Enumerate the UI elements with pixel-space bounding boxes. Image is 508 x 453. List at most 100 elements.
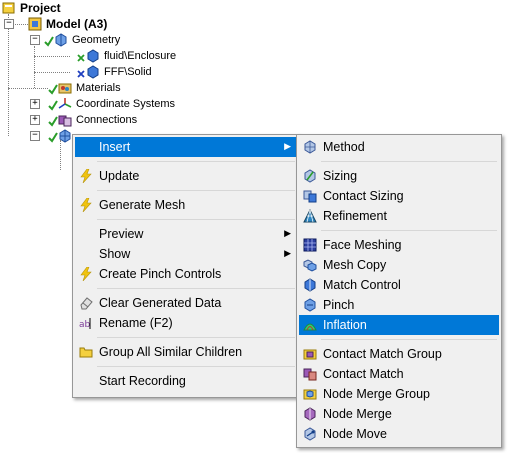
tree-connector — [34, 72, 70, 73]
menu-item-generate-mesh[interactable]: Generate Mesh — [75, 195, 297, 215]
menu-separator — [321, 230, 497, 231]
contact-match-icon — [303, 367, 317, 381]
mesh-icon — [58, 129, 72, 143]
contact-match-group-icon — [303, 347, 317, 361]
submenu-item-inflation[interactable]: Inflation — [299, 315, 499, 335]
tree-connector — [34, 56, 70, 57]
tree-item-solid-body[interactable]: FFF\Solid — [76, 64, 152, 80]
pinch-icon — [303, 298, 317, 312]
menu-item-show[interactable]: Show ▶ — [75, 244, 297, 264]
menu-item-clear-generated-data[interactable]: Clear Generated Data — [75, 293, 297, 313]
submenu-item-refinement[interactable]: Refinement — [299, 206, 499, 226]
menu-item-create-pinch-controls[interactable]: Create Pinch Controls — [75, 264, 297, 284]
collapse-toggle[interactable]: − — [30, 35, 40, 45]
refinement-icon — [303, 208, 317, 223]
tree-label: Connections — [76, 114, 138, 126]
menu-separator — [97, 219, 295, 220]
menu-label: Start Recording — [99, 374, 186, 388]
svg-text:ab: ab — [79, 320, 91, 330]
menu-separator — [321, 339, 497, 340]
tree-item-fluid-body[interactable]: fluid\Enclosure — [76, 48, 176, 64]
menu-label: Contact Sizing — [323, 189, 404, 203]
tree-connector — [8, 88, 48, 89]
submenu-item-pinch[interactable]: Pinch — [299, 295, 499, 315]
submenu-item-node-merge-group[interactable]: Node Merge Group — [299, 384, 499, 404]
expand-toggle[interactable]: + — [30, 99, 40, 109]
submenu-item-contact-match-group[interactable]: Contact Match Group — [299, 344, 499, 364]
tree-connector — [60, 140, 61, 170]
inflation-icon — [303, 318, 317, 332]
tree-item-coordinate-systems[interactable]: Coordinate Systems — [48, 96, 175, 112]
submenu-item-match-control[interactable]: Match Control — [299, 275, 499, 295]
geometry-icon — [54, 33, 68, 47]
submenu-item-node-move[interactable]: Node Move — [299, 424, 499, 444]
check-icon — [48, 113, 58, 127]
submenu-item-contact-sizing[interactable]: Contact Sizing — [299, 186, 499, 206]
submenu-arrow-icon: ▶ — [284, 248, 291, 258]
menu-separator — [97, 288, 295, 289]
menu-label: Method — [323, 140, 365, 154]
menu-separator — [97, 366, 295, 367]
menu-label: Inflation — [323, 318, 367, 332]
materials-icon — [58, 81, 72, 95]
tree-label: Model (A3) — [46, 17, 108, 31]
tree-connector — [8, 24, 30, 25]
tree-item-mesh[interactable] — [48, 128, 72, 144]
submenu-item-method[interactable]: Method — [299, 137, 499, 157]
menu-item-insert[interactable]: Insert ▶ — [75, 137, 297, 157]
collapse-toggle[interactable]: − — [4, 19, 14, 29]
tree-item-project[interactable]: Project — [2, 0, 61, 16]
collapse-toggle[interactable]: − — [30, 131, 40, 141]
lightning-icon — [79, 168, 93, 184]
menu-label: Face Meshing — [323, 238, 402, 252]
menu-item-group-all-similar-children[interactable]: Group All Similar Children — [75, 342, 297, 362]
insert-submenu: Method Sizing Contact Sizing Refinement … — [296, 134, 502, 448]
project-icon — [2, 1, 16, 15]
expand-toggle[interactable]: + — [30, 115, 40, 125]
check-icon — [48, 97, 58, 111]
body-icon — [86, 49, 100, 63]
face-meshing-icon — [303, 238, 317, 252]
suppressed-cross-icon — [76, 49, 86, 63]
menu-label: Group All Similar Children — [99, 345, 243, 359]
menu-label: Preview — [99, 227, 144, 241]
tree-item-geometry[interactable]: Geometry — [44, 32, 120, 48]
tree-item-model[interactable]: Model (A3) — [28, 16, 107, 32]
menu-label: Update — [99, 169, 140, 183]
menu-label: Match Control — [323, 278, 401, 292]
context-menu: Insert ▶ Update Generate Mesh Preview ▶ … — [72, 134, 300, 398]
menu-item-rename[interactable]: ab Rename (F2) — [75, 313, 297, 333]
match-control-icon — [303, 278, 317, 292]
menu-label: Rename (F2) — [99, 316, 173, 330]
menu-label: Contact Match Group — [323, 347, 442, 361]
lightning-icon — [79, 266, 93, 282]
menu-separator — [97, 190, 295, 191]
tree-connector — [8, 14, 9, 136]
tree-item-materials[interactable]: Materials — [48, 80, 121, 96]
tree-item-connections[interactable]: Connections — [48, 112, 137, 128]
menu-label: Insert — [99, 140, 131, 154]
node-move-icon — [303, 427, 317, 441]
submenu-item-mesh-copy[interactable]: Mesh Copy — [299, 255, 499, 275]
menu-label: Clear Generated Data — [99, 296, 222, 310]
check-icon — [44, 33, 54, 47]
contact-sizing-icon — [303, 189, 317, 203]
menu-label: Sizing — [323, 169, 358, 183]
menu-label: Pinch — [323, 298, 355, 312]
submenu-item-contact-match[interactable]: Contact Match — [299, 364, 499, 384]
menu-item-preview[interactable]: Preview ▶ — [75, 224, 297, 244]
menu-label: Create Pinch Controls — [99, 267, 222, 281]
check-icon — [48, 129, 58, 143]
tree-label: Coordinate Systems — [76, 98, 176, 110]
folder-icon — [79, 345, 93, 359]
menu-label: Refinement — [323, 209, 387, 223]
submenu-item-face-meshing[interactable]: Face Meshing — [299, 235, 499, 255]
menu-item-start-recording[interactable]: Start Recording — [75, 371, 297, 391]
tree-label: FFF\Solid — [104, 66, 152, 78]
body-icon — [86, 65, 100, 79]
cross-icon — [76, 65, 86, 79]
submenu-item-sizing[interactable]: Sizing — [299, 166, 499, 186]
menu-item-update[interactable]: Update — [75, 166, 297, 186]
submenu-item-node-merge[interactable]: Node Merge — [299, 404, 499, 424]
